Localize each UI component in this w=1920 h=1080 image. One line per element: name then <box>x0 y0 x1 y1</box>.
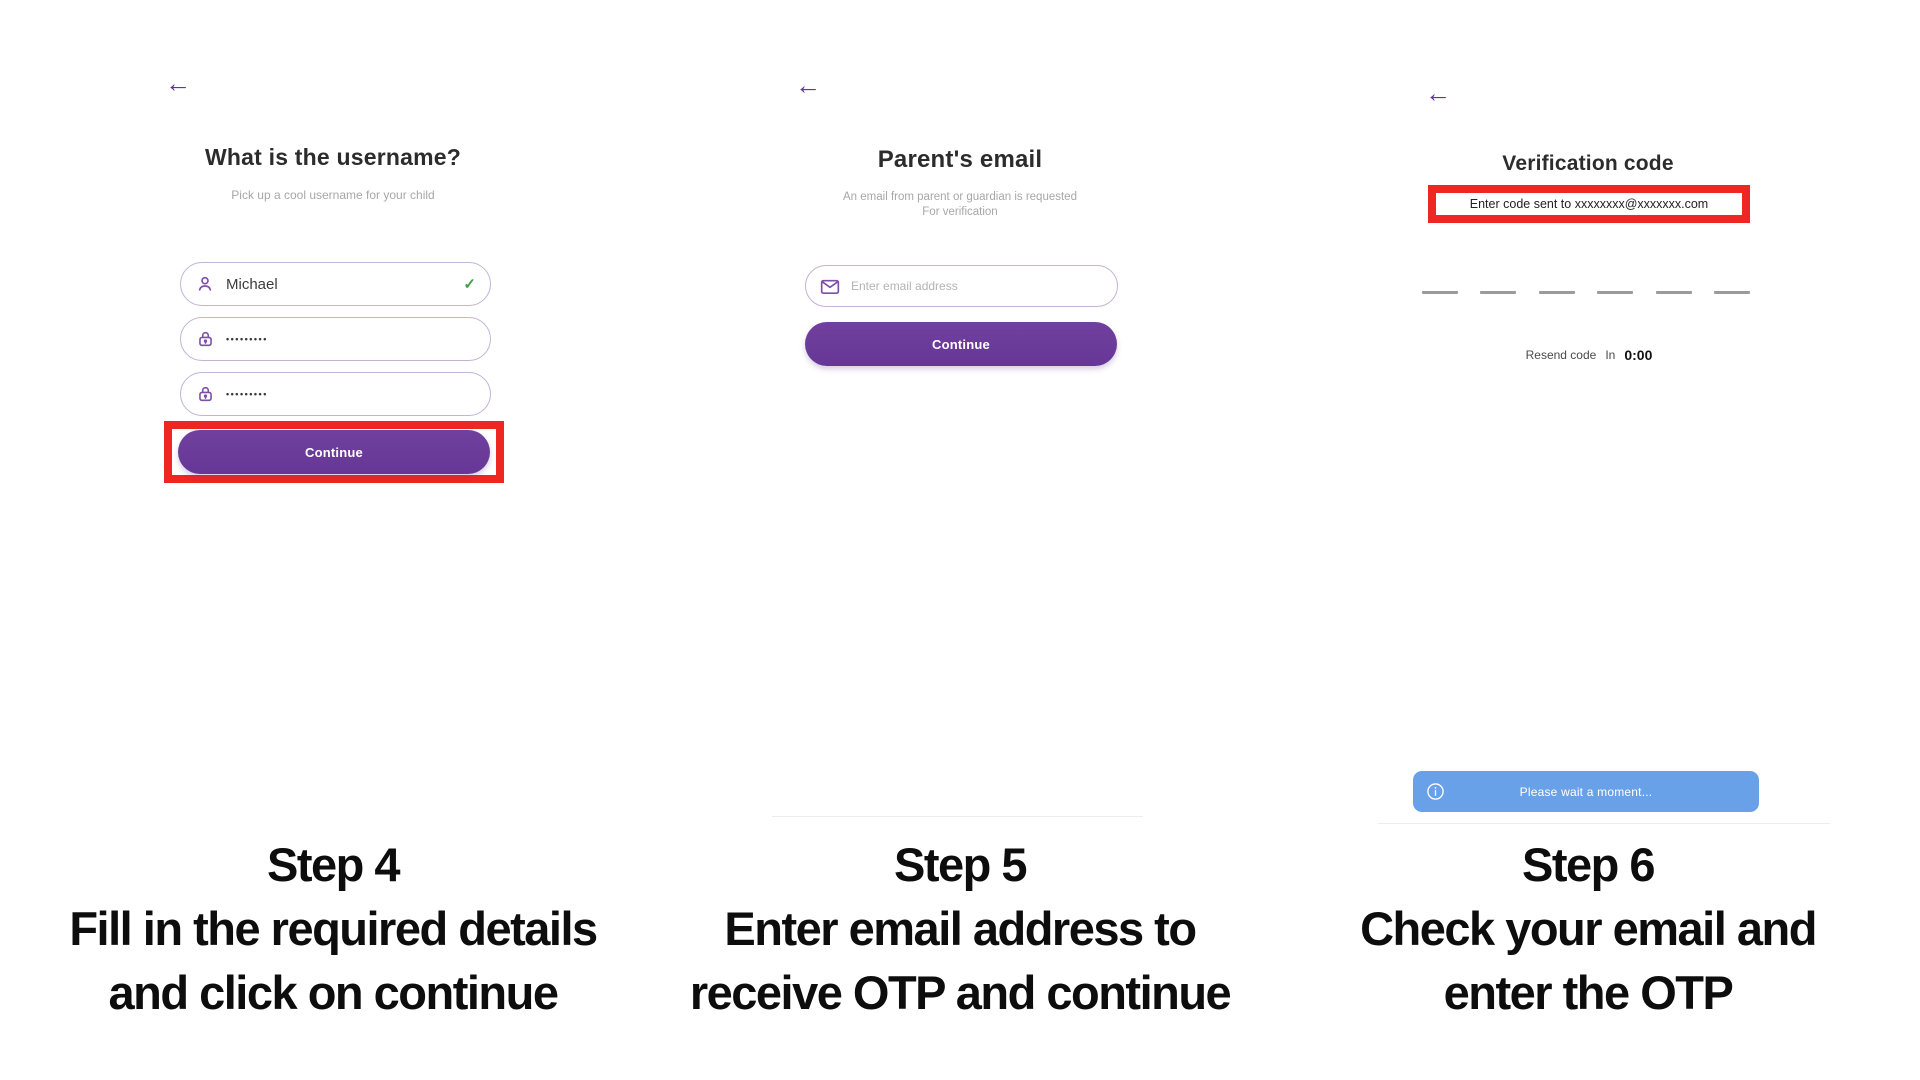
page-title: Verification code <box>1502 152 1674 175</box>
step-caption-line: receive OTP and continue <box>689 966 1232 1019</box>
back-arrow-icon[interactable]: ← <box>1425 78 1451 108</box>
step-caption: Step 5 Enter email address to receive OT… <box>630 833 1290 1025</box>
highlight-rectangle: Enter code sent to xxxxxxxx@xxxxxxx.com <box>1428 185 1750 223</box>
email-placeholder: Enter email address <box>851 279 958 293</box>
valid-check-icon: ✓ <box>463 276 476 293</box>
page-subtitle: An email from parent or guardian is requ… <box>740 190 1180 220</box>
email-icon <box>819 275 841 297</box>
screen-bottom-divider <box>772 816 1143 817</box>
otp-dash[interactable] <box>1480 291 1517 294</box>
toast: Please wait a moment... <box>1413 771 1759 812</box>
step-caption-line: Enter email address to <box>724 902 1197 955</box>
subtitle-line: An email from parent or guardian is requ… <box>843 191 1077 203</box>
step-caption-line: Check your email and <box>1360 902 1817 955</box>
back-arrow-icon[interactable]: ← <box>165 68 191 98</box>
step-caption: Step 6 Check your email and enter the OT… <box>1258 833 1918 1025</box>
resend-in-label: In <box>1605 348 1616 362</box>
step-caption-title: Step 4 <box>266 838 401 891</box>
email-field[interactable]: Enter email address <box>805 265 1118 307</box>
otp-dash[interactable] <box>1538 291 1575 294</box>
step-caption-title: Step 6 <box>1521 838 1656 891</box>
step-caption: Step 4 Fill in the required details and … <box>3 833 663 1025</box>
step-caption-line: enter the OTP <box>1443 966 1734 1019</box>
subtitle-line: For verification <box>922 206 998 218</box>
resend-row: Resend code In 0:00 <box>1428 347 1750 363</box>
toast-text: Please wait a moment... <box>1519 784 1653 799</box>
otp-input[interactable] <box>1422 291 1750 294</box>
resend-code-button[interactable]: Resend code <box>1525 348 1597 362</box>
highlight-rectangle <box>164 421 504 483</box>
page-title: Parent's email <box>877 146 1043 173</box>
password-field[interactable]: ••••••••• <box>180 317 491 361</box>
lock-icon <box>194 328 216 350</box>
otp-dash[interactable] <box>1597 291 1634 294</box>
info-icon <box>1426 782 1445 801</box>
username-value: Michael <box>226 275 278 293</box>
page-subtitle: Pick up a cool username for your child <box>231 188 435 202</box>
step-caption-line: Fill in the required details <box>69 902 598 955</box>
screen-bottom-divider <box>1378 823 1830 824</box>
otp-dash[interactable] <box>1655 291 1692 294</box>
back-arrow-icon[interactable]: ← <box>795 70 821 100</box>
continue-button[interactable]: Continue <box>805 322 1117 366</box>
step-caption-title: Step 5 <box>893 838 1028 891</box>
resend-timer: 0:00 <box>1624 347 1653 363</box>
otp-dash[interactable] <box>1422 291 1458 294</box>
page-title: What is the username? <box>205 144 461 170</box>
step-caption-line: and click on continue <box>108 966 559 1019</box>
username-field[interactable]: Michael ✓ <box>180 262 491 306</box>
confirm-password-value: ••••••••• <box>226 389 268 399</box>
otp-dash[interactable] <box>1713 291 1750 294</box>
password-value: ••••••••• <box>226 334 268 344</box>
user-icon <box>194 273 216 295</box>
lock-icon <box>194 383 216 405</box>
continue-button[interactable]: Continue <box>178 430 490 474</box>
otp-hint-text: Enter code sent to xxxxxxxx@xxxxxxx.com <box>1469 197 1709 211</box>
confirm-password-field[interactable]: ••••••••• <box>180 372 491 416</box>
